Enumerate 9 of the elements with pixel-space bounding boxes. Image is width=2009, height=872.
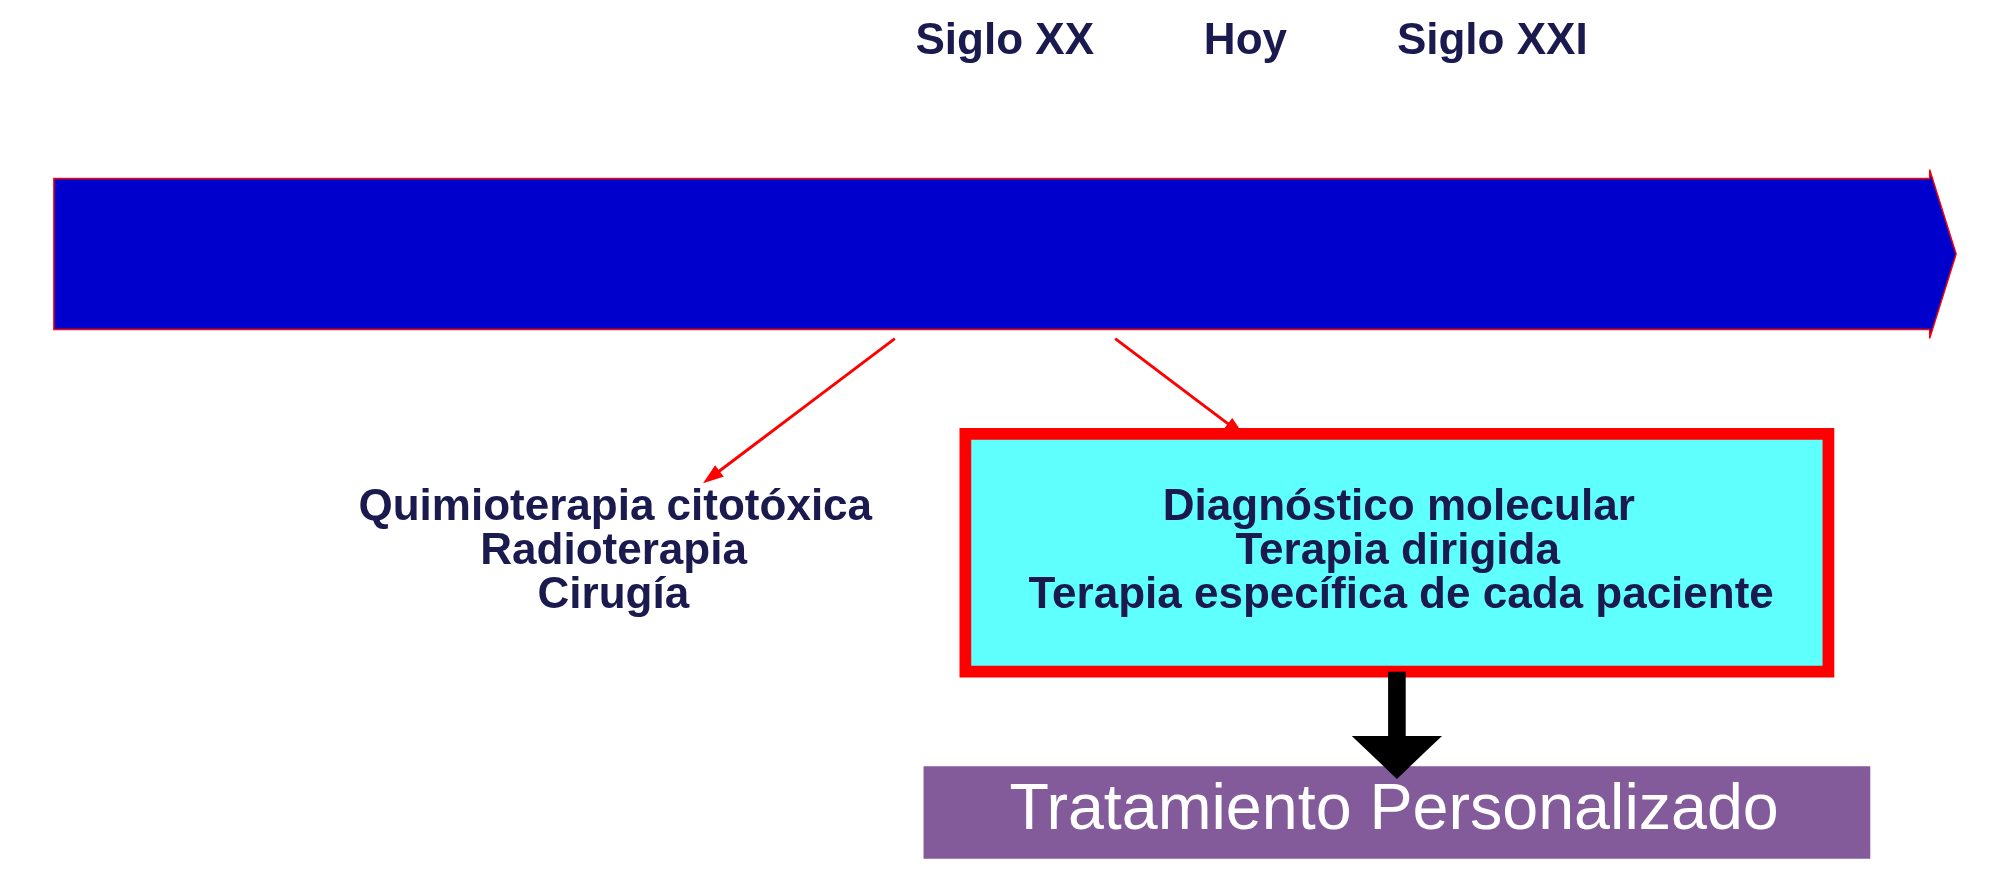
node-box: Diagnóstico molecular Terapia dirigida Terapia específica de cada paciente [959,427,1834,678]
arrow [1351,671,1442,779]
node-box: Tratamiento Personalizado [923,766,1870,859]
label: Hoy [1203,13,1287,63]
label: Siglo XXI [1396,13,1588,63]
label: Siglo XX [914,13,1094,63]
node-arrow [52,168,1957,340]
node-text: Quimioterapia citotóxica Radioterapia Cirugía [357,480,872,618]
arrow [702,337,896,484]
